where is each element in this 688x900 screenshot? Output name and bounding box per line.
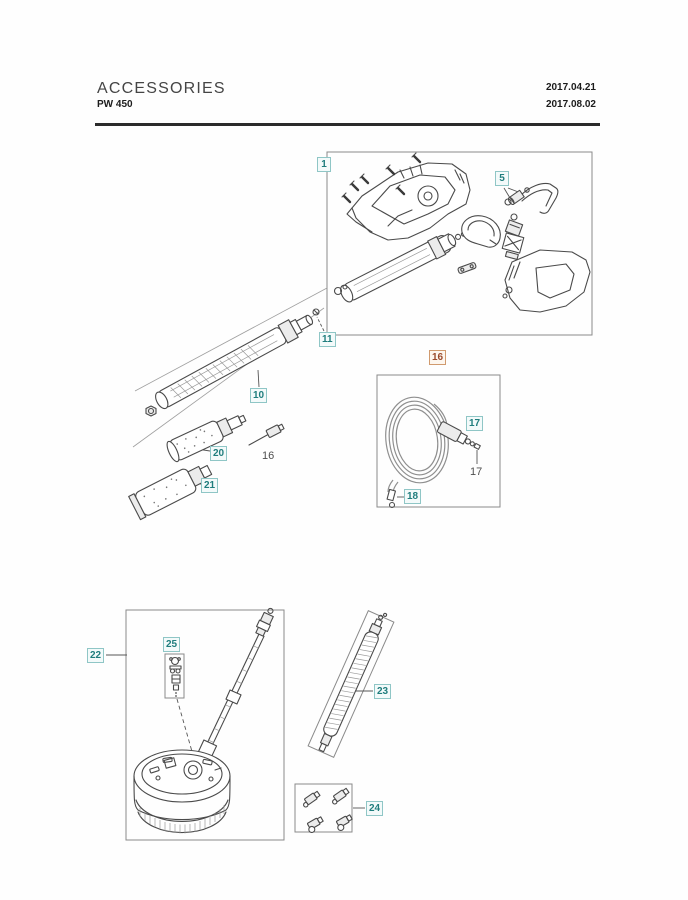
brush-23-drawing [318,612,388,753]
callout-22[interactable]: 22 [87,648,105,663]
callout-24[interactable]: 24 [366,801,384,816]
part-number-16: 16 [262,450,275,462]
callout-23[interactable]: 23 [374,684,392,699]
part-number-17: 17 [470,466,483,478]
callout-25[interactable]: 25 [163,637,181,652]
callout-17[interactable]: 17 [466,416,484,431]
clip-drawing [457,262,477,274]
nozzle-kit-parts-drawing [303,787,353,834]
nozzle-20-drawing [166,414,247,463]
nozzle-25-frame [164,653,185,699]
foam-nut-drawing [145,405,157,417]
trigger-drawing [461,215,501,248]
cleaner-dome-drawing [133,749,231,834]
callout-11[interactable]: 11 [319,332,336,347]
small-nut-drawing [333,286,343,296]
hose-end-drawing [386,488,397,509]
hose-coil-drawing [385,396,449,494]
cleaning-needle-drawing [248,423,285,446]
callout-20[interactable]: 20 [210,446,228,461]
handle-shell-drawing [502,249,591,313]
model-number: PW 450 [97,99,133,110]
nozzle-25-parts-drawing [169,656,182,697]
brush-kit-frame [307,610,395,758]
callout-1[interactable]: 1 [317,157,331,172]
gun-barrel-drawing [340,231,466,303]
gun-kit-frame [326,151,593,336]
lance-tip-screw-drawing [312,308,320,316]
hose-kit-frame [376,374,501,508]
screws [341,152,422,204]
revision-date-top: 2017.04.21 [545,82,596,93]
callout-16-selected[interactable]: 16 [429,350,447,365]
nozzle-kit-frame [294,783,353,833]
page-title: ACCESSORIES [97,80,226,97]
header-divider [95,123,600,126]
lance-drawing [155,314,314,410]
revision-date-bottom: 2017.08.02 [545,99,596,110]
valve-assembly-drawing [501,213,525,261]
callout-5[interactable]: 5 [495,171,509,186]
small-washer-drawing [342,284,348,290]
elbow-fitting-drawing [504,182,559,214]
callout-10[interactable]: 10 [250,388,268,403]
leader-lines [106,187,522,809]
callout-18[interactable]: 18 [404,489,422,504]
gun-housing-drawing [346,162,471,241]
cleaner-kit-frame [125,609,285,841]
callout-21[interactable]: 21 [201,478,219,493]
cleaner-wand-drawing [194,607,274,765]
hose-coupling-drawing [436,421,481,450]
